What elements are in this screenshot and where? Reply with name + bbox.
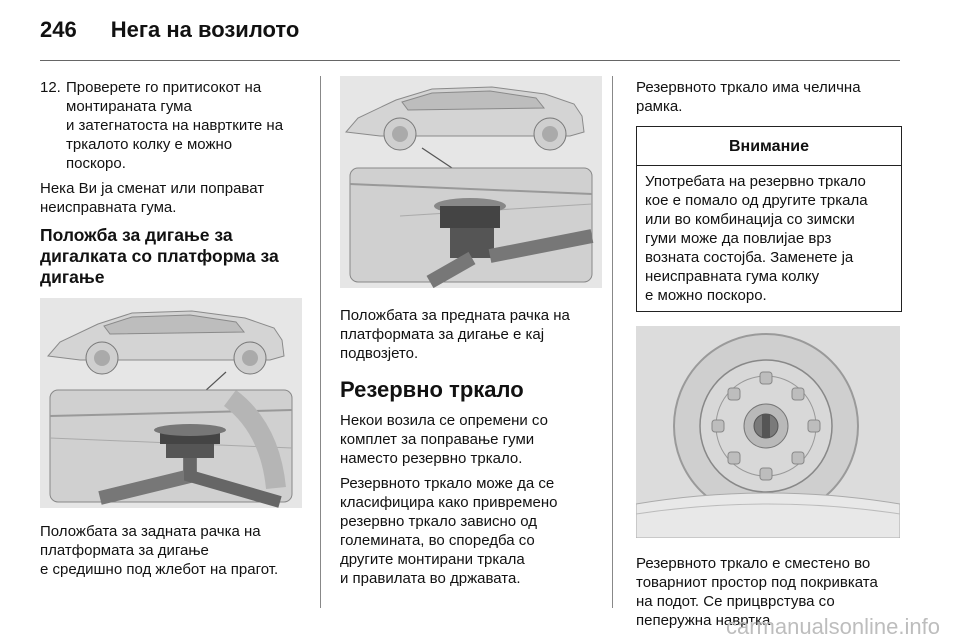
warning-box: Внимание Употребата на резервно тркало к… — [636, 126, 902, 312]
text-line: возната состојба. Заменете ја — [645, 249, 854, 266]
paragraph: Резервното тркало има челична рамка. — [636, 78, 902, 116]
spare-wheel-illustration — [636, 326, 900, 538]
watermark: carmanualsonline.info — [725, 614, 940, 639]
figure-caption: Резервното тркало е сместено во товарнио… — [636, 554, 902, 630]
page-title: Нега на возилото — [110, 17, 300, 42]
text-line: неисправната гума колку — [645, 268, 820, 285]
column-divider-2 — [612, 76, 613, 608]
step-text: Проверете го притисокот на монтираната г… — [66, 78, 283, 173]
figure-caption: Положбата за предната рачка на платформа… — [340, 306, 606, 363]
text-line: комплет за поправање гуми — [340, 431, 535, 448]
text-line: поскоро. — [66, 155, 126, 172]
text-line: рамка. — [636, 98, 683, 115]
text-line: Нека Ви ја сменат или поправат — [40, 180, 265, 197]
text-line: е средишно под жлебот на прагот. — [40, 561, 279, 578]
text-line: другите монтирани тркала — [340, 551, 525, 568]
step-12: 12. Проверете го притисокот на монтирана… — [40, 78, 306, 173]
text-line: гуми може да повлијае врз — [645, 230, 832, 247]
column-divider-1 — [320, 76, 321, 608]
paragraph: Некои возила се опремени со комплет за п… — [340, 411, 606, 468]
text-line: пеперужна навртка. — [636, 612, 775, 629]
text-line: платформата за дигање е кај — [340, 326, 545, 343]
text-line: тркалото колку е можно — [66, 136, 233, 153]
text-line: Резервното тркало е сместено во — [636, 555, 871, 572]
text-line: наместо резервно тркало. — [340, 450, 523, 467]
page-header: 246 Нега на возилото — [40, 10, 299, 50]
text-line: Положбата за задната рачка на — [40, 523, 261, 540]
warning-text: Употребата на резервно тркало кое е пома… — [637, 166, 901, 311]
text-line: и правилата во државата. — [340, 570, 521, 587]
rear-lift-point-illustration — [40, 298, 302, 508]
section-heading: Резервно тркало — [340, 377, 524, 402]
column-3: Резервното тркало има челична рамка. Вни… — [636, 78, 902, 636]
text-line: и затегнатоста на навртките на — [66, 117, 284, 134]
figure-caption: Положбата за задната рачка на платформат… — [40, 522, 306, 579]
text-line: Положбата за предната рачка на — [340, 307, 570, 324]
text-line: големината, во споредба со — [340, 532, 535, 549]
text-line: е можно поскоро. — [645, 287, 767, 304]
text-line: Резервното тркало има челична — [636, 79, 861, 96]
warning-title: Внимание — [637, 127, 901, 166]
section-heading: Положба за дигање за дигалката со платфо… — [40, 225, 306, 288]
column-2: Положбата за предната рачка на платформа… — [340, 76, 606, 594]
front-lift-point-illustration — [340, 76, 602, 288]
column-1: 12. Проверете го притисокот на монтирана… — [40, 78, 306, 585]
text-line: кое е помало од другите тркала — [645, 192, 868, 209]
page-number: 246 — [40, 17, 77, 42]
text-line: резервно тркало зависно од — [340, 513, 538, 530]
paragraph: Резервното тркало може да се класифицира… — [340, 474, 606, 588]
paragraph: Нека Ви ја сменат или поправат неисправн… — [40, 179, 306, 217]
text-line: Резервното тркало може да се — [340, 475, 555, 492]
step-number: 12. — [40, 79, 61, 96]
text-line: подвозјето. — [340, 345, 419, 362]
text-line: монтираната гума — [66, 98, 192, 115]
text-line: Употребата на резервно тркало — [645, 173, 866, 190]
text-line: или во комбинација со зимски — [645, 211, 855, 228]
text-line: Положба за дигање за — [40, 225, 233, 245]
text-line: Некои возила се опремени со — [340, 412, 548, 429]
text-line: класифицира како привремено — [340, 494, 558, 511]
header-divider — [40, 60, 900, 61]
text-line: дигалката со платформа за — [40, 246, 279, 266]
text-line: Проверете го притисокот на — [66, 79, 262, 96]
text-line: неисправната гума. — [40, 199, 177, 216]
text-line: на подот. Се прицврстува со — [636, 593, 835, 610]
text-line: товарниот простор под покривката — [636, 574, 878, 591]
text-line: платформата за дигање — [40, 542, 209, 559]
text-line: дигање — [40, 267, 105, 287]
